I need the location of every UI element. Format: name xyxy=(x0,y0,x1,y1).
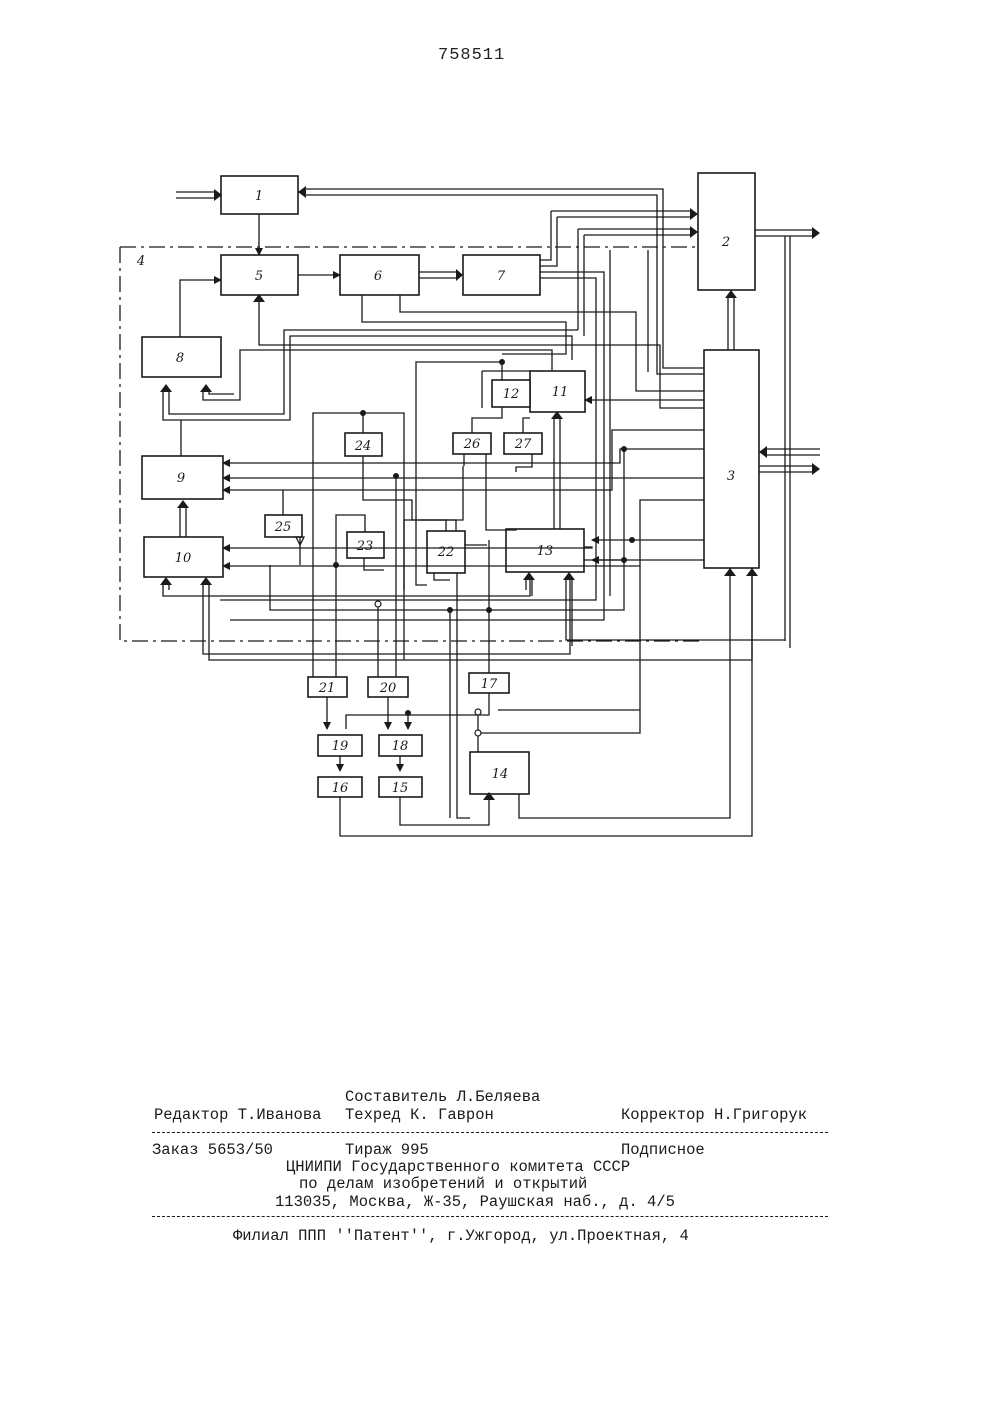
block-4-label: 4 xyxy=(136,254,145,269)
block-16: 16 xyxy=(318,777,362,797)
organization-line-2: по делам изобретений и открытий xyxy=(299,1175,587,1193)
block-18: 18 xyxy=(379,735,422,756)
block-15-label: 15 xyxy=(392,781,409,796)
block-27-label: 27 xyxy=(514,437,532,452)
block-25: 25 xyxy=(265,515,302,537)
block-19: 19 xyxy=(318,735,362,756)
block-25-label: 25 xyxy=(274,520,292,535)
block-7: 7 xyxy=(463,255,540,295)
block-6-label: 6 xyxy=(374,269,382,284)
block-12: 12 xyxy=(492,380,530,407)
block-10: 10 xyxy=(144,537,223,577)
address-line: 113035, Москва, Ж-35, Раушская наб., д. … xyxy=(275,1193,675,1211)
block-23: 23 xyxy=(347,532,384,558)
block-6: 6 xyxy=(340,255,419,295)
block-19-label: 19 xyxy=(332,739,349,754)
block-12-label: 12 xyxy=(503,387,520,402)
separator-rule-1 xyxy=(152,1132,828,1133)
block-10-label: 10 xyxy=(175,551,192,566)
block-16-label: 16 xyxy=(332,781,349,796)
block-20-label: 20 xyxy=(379,681,397,696)
organization-line-1: ЦНИИПИ Государственного комитета СССР xyxy=(286,1158,630,1176)
block-24: 24 xyxy=(345,433,382,456)
block-20: 20 xyxy=(368,677,408,697)
colophon: Составитель Л.Беляева Редактор Т.Иванова… xyxy=(0,0,1000,234)
block-3-label: 3 xyxy=(727,469,735,484)
block-11: 11 xyxy=(530,371,585,412)
separator-rule-2 xyxy=(152,1216,828,1217)
block-21-label: 21 xyxy=(318,681,336,696)
block-3: 3 xyxy=(704,350,759,568)
block-14: 14 xyxy=(470,752,529,794)
techred-line: Техред К. Гаврон xyxy=(345,1106,494,1124)
block-24-label: 24 xyxy=(354,439,372,454)
subscription-line: Подписное xyxy=(621,1141,705,1159)
block-17: 17 xyxy=(469,673,509,693)
compiler-line: Составитель Л.Беляева xyxy=(345,1088,540,1106)
block-22-label: 22 xyxy=(437,545,455,560)
block-18-label: 18 xyxy=(392,739,409,754)
block-9: 9 xyxy=(142,456,223,499)
block-23-label: 23 xyxy=(356,539,374,554)
block-11-label: 11 xyxy=(552,385,569,400)
block-26: 26 xyxy=(453,433,491,454)
block-9-label: 9 xyxy=(177,471,185,486)
block-22: 22 xyxy=(427,531,465,573)
block-13-label: 13 xyxy=(537,544,554,559)
block-14-label: 14 xyxy=(492,767,509,782)
block-15: 15 xyxy=(379,777,422,797)
block-17-label: 17 xyxy=(481,677,498,692)
corrector-line: Корректор Н.Григорук xyxy=(621,1106,807,1124)
circulation-line: Тираж 995 xyxy=(345,1141,429,1159)
block-8: 8 xyxy=(142,337,221,377)
block-7-label: 7 xyxy=(497,269,506,284)
branch-line: Филиал ППП ''Патент'', г.Ужгород, ул.Про… xyxy=(233,1227,689,1245)
editor-line: Редактор Т.Иванова xyxy=(154,1106,321,1124)
block-21: 21 xyxy=(308,677,347,697)
block-5: 5 xyxy=(221,255,298,295)
block-26-label: 26 xyxy=(463,437,481,452)
block-5-label: 5 xyxy=(255,269,263,284)
block-2-label: 2 xyxy=(721,235,730,250)
order-line: Заказ 5653/50 xyxy=(152,1141,273,1159)
block-27: 27 xyxy=(504,433,542,454)
block-8-label: 8 xyxy=(176,351,184,366)
